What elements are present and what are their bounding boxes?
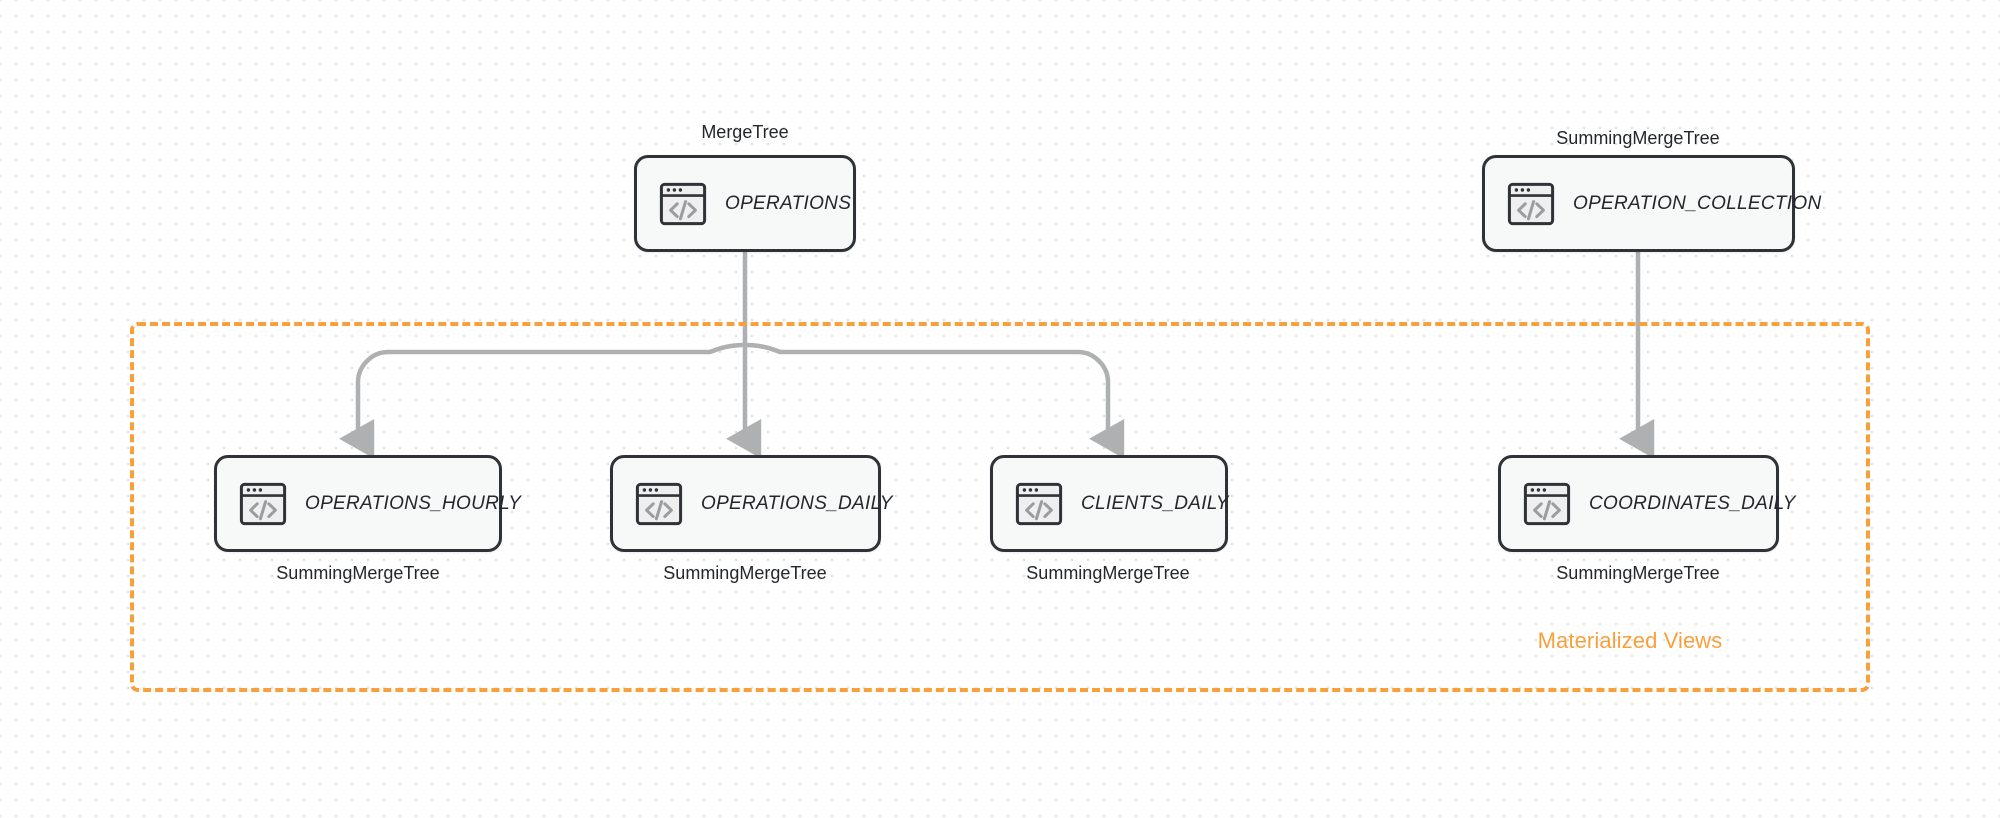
node-operation-collection-label: OPERATION_COLLECTION xyxy=(1573,192,1822,214)
node-operation-collection[interactable]: OPERATION_COLLECTION xyxy=(1482,155,1821,252)
node-coordinates-daily-label: COORDINATES_DAILY xyxy=(1589,492,1796,514)
engine-caption-operations: MergeTree xyxy=(701,122,789,142)
materialized-views-group-label: Materialized Views xyxy=(1537,628,1723,653)
node-clients-daily[interactable]: CLIENTS_DAILY xyxy=(990,455,1229,552)
node-clients-daily-label: CLIENTS_DAILY xyxy=(1081,492,1229,514)
node-operations-daily[interactable]: OPERATIONS_DAILY xyxy=(610,455,892,552)
code-window-icon xyxy=(1523,482,1571,525)
code-window-icon xyxy=(1015,482,1063,525)
engine-caption-coordinates-daily: SummingMergeTree xyxy=(1556,563,1720,583)
node-operations-daily-label: OPERATIONS_DAILY xyxy=(701,492,893,514)
code-window-icon xyxy=(635,482,683,525)
node-operations-hourly-label: OPERATIONS_HOURLY xyxy=(305,492,522,514)
engine-caption-operations-daily: SummingMergeTree xyxy=(663,563,827,583)
engine-caption-operation-collection: SummingMergeTree xyxy=(1556,128,1720,148)
engine-caption-clients-daily: SummingMergeTree xyxy=(1026,563,1190,583)
node-coordinates-daily[interactable]: COORDINATES_DAILY xyxy=(1498,455,1795,552)
node-operations-label: OPERATIONS xyxy=(725,192,852,214)
code-window-icon xyxy=(239,482,287,525)
engine-caption-operations-hourly: SummingMergeTree xyxy=(276,563,440,583)
code-window-icon xyxy=(1507,182,1555,225)
node-operations-hourly[interactable]: OPERATIONS_HOURLY xyxy=(214,455,521,552)
node-operations[interactable]: OPERATIONS xyxy=(634,155,856,252)
materialized-views-group xyxy=(130,322,1870,692)
code-window-icon xyxy=(659,182,707,225)
